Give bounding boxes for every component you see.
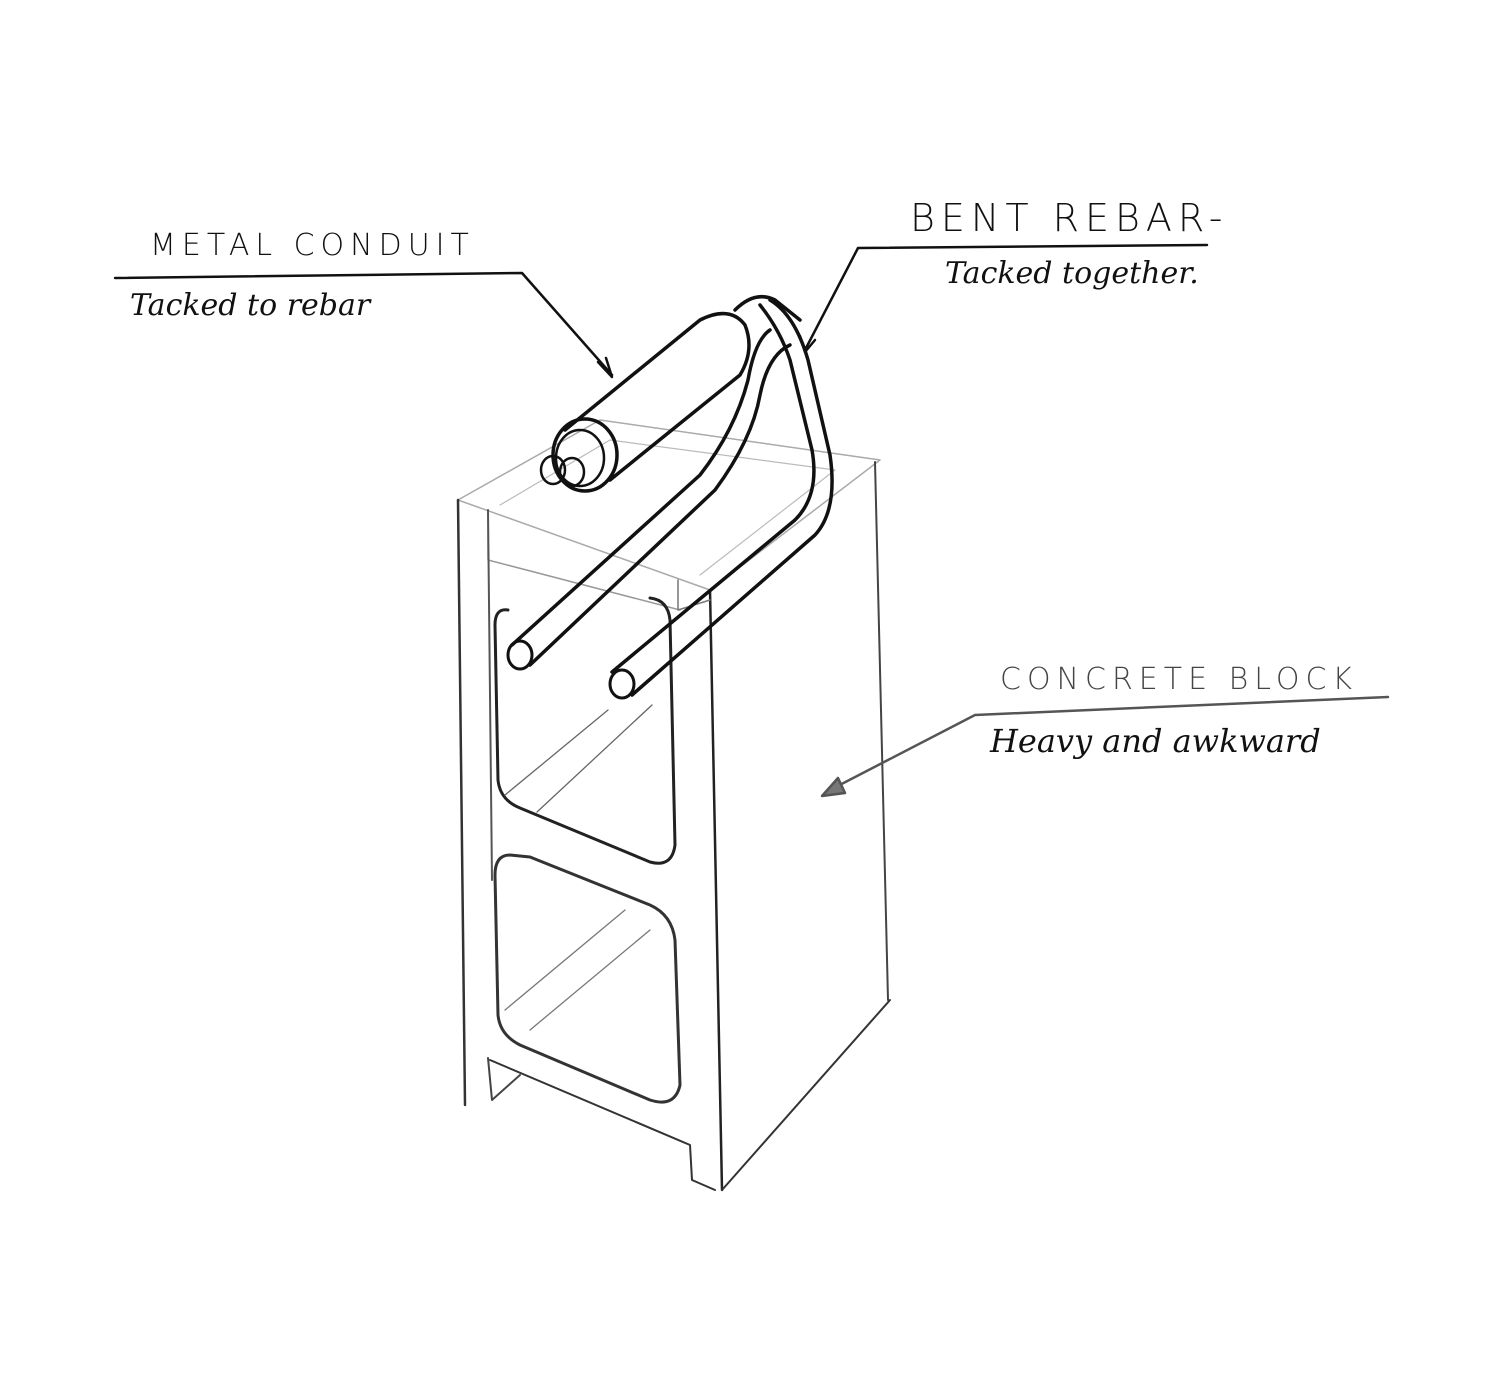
- rebar-label-note: Tacked together.: [945, 256, 1199, 291]
- rebar-leader: [798, 243, 1209, 354]
- block-lower-cell: [493, 853, 682, 1104]
- bent-rebar: [506, 294, 834, 700]
- metal-conduit: [539, 311, 751, 493]
- conduit-leader: [113, 271, 614, 379]
- block-label-title: CONCRETE BLOCK: [1000, 662, 1359, 697]
- block-label-note: Heavy and awkward: [990, 722, 1321, 760]
- conduit-label-title: METAL CONDUIT: [150, 228, 475, 263]
- block-upper-cell: [493, 596, 677, 865]
- rebar-label-title: BENT REBAR-: [910, 196, 1229, 240]
- block-leader: [820, 695, 1390, 798]
- conduit-label-note: Tacked to rebar: [130, 288, 371, 323]
